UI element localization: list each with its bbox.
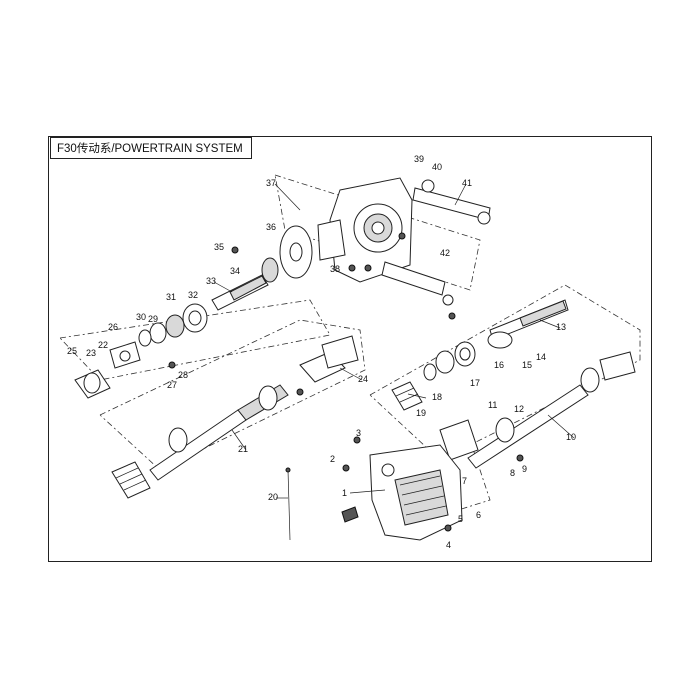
- callout-36: 36: [266, 222, 276, 232]
- callout-13: 13: [556, 322, 566, 332]
- callout-19: 19: [416, 408, 426, 418]
- callout-16: 16: [494, 360, 504, 370]
- front-drive-shaft: [149, 335, 359, 481]
- callout-8: 8: [510, 468, 515, 478]
- callout-15: 15: [522, 360, 532, 370]
- callout-3: 3: [356, 428, 361, 438]
- callout-6: 6: [476, 510, 481, 520]
- drain-plug: [341, 506, 359, 523]
- callout-18: 18: [432, 392, 442, 402]
- front-output-flange: [74, 341, 141, 399]
- callout-37: 37: [266, 178, 276, 188]
- pinion-shaft: [211, 274, 269, 311]
- rear-drive-shaft: [439, 351, 636, 469]
- bearing-stack-left: [138, 303, 208, 347]
- callout-28: 28: [178, 370, 188, 380]
- callout-38: 38: [330, 264, 340, 274]
- rear-bearings: [423, 341, 476, 381]
- upper-right-shaft: [412, 179, 491, 225]
- callout-11: 11: [488, 400, 497, 410]
- diagram-title: F30传动系/POWERTRAIN SYSTEM: [50, 137, 252, 159]
- callout-5: 5: [458, 514, 463, 524]
- callout-23: 23: [86, 348, 96, 358]
- callout-1: 1: [342, 488, 347, 498]
- rear-differential-housing: [317, 177, 413, 283]
- callout-4: 4: [446, 540, 451, 550]
- callout-numbers: 1 2 3 4 5 6 7 8 9 10 11 12 13 14 15 16 1…: [67, 154, 576, 550]
- rear-spline-shaft: [487, 299, 569, 349]
- front-boot: [111, 461, 151, 499]
- callout-31: 31: [166, 292, 176, 302]
- callout-2: 2: [330, 454, 335, 464]
- callout-27: 27: [167, 380, 177, 390]
- callout-25: 25: [67, 346, 77, 356]
- callout-10: 10: [566, 432, 576, 442]
- callout-35: 35: [214, 242, 224, 252]
- callout-34: 34: [230, 266, 240, 276]
- callout-20: 20: [268, 492, 278, 502]
- diagram-frame: [48, 136, 652, 562]
- callout-32: 32: [188, 290, 198, 300]
- callout-40: 40: [432, 162, 442, 172]
- rear-input-flange: [261, 225, 313, 283]
- callout-7: 7: [462, 476, 467, 486]
- lower-right-shaft: [381, 261, 454, 306]
- callout-39: 39: [414, 154, 424, 164]
- guide-line-upper-left: [59, 299, 331, 381]
- callout-41: 41: [462, 178, 472, 188]
- callout-24: 24: [358, 374, 368, 384]
- callout-14: 14: [536, 352, 546, 362]
- front-gear-case: [369, 444, 463, 541]
- breather-rod: [285, 467, 291, 541]
- fasteners: [168, 232, 524, 532]
- callout-17: 17: [470, 378, 480, 388]
- guide-line-front-housing: [379, 439, 491, 531]
- guide-line-left-shaft: [99, 319, 366, 471]
- callout-42: 42: [440, 248, 450, 258]
- leader-lines: [213, 183, 575, 499]
- guide-line-right-shaft: [369, 284, 641, 461]
- callout-29: 29: [148, 314, 158, 324]
- callout-21: 21: [238, 444, 248, 454]
- callout-26: 26: [108, 322, 118, 332]
- callout-9: 9: [522, 464, 527, 474]
- callout-33: 33: [206, 276, 216, 286]
- callout-30: 30: [136, 312, 146, 322]
- callout-22: 22: [98, 340, 108, 350]
- callout-12: 12: [514, 404, 524, 414]
